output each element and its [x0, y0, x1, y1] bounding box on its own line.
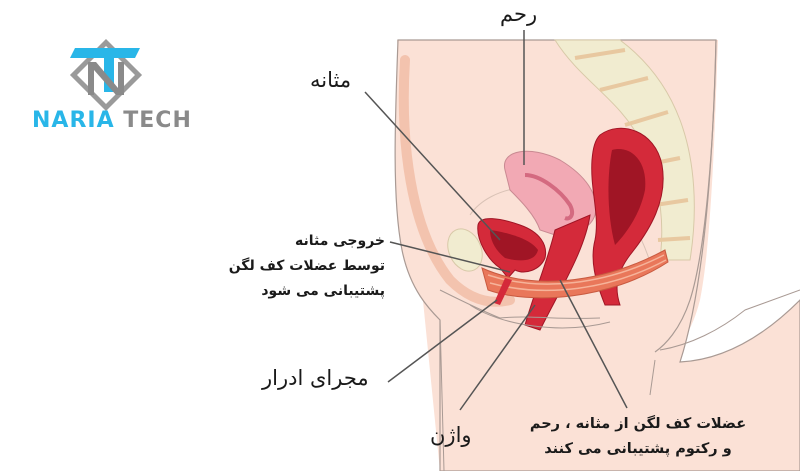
- brand-logo: NARIA TECH: [32, 108, 192, 133]
- pointer-bladder-outlet: [389, 241, 511, 273]
- label-bladder: مثانه: [310, 68, 352, 92]
- label-bladder-outlet-line1: خروجی مثانه: [294, 233, 385, 249]
- bladder-inner: [490, 230, 538, 261]
- pelvic-floor-muscle: [481, 249, 669, 299]
- pelvic-band: [398, 55, 515, 307]
- label-vagina: واژن: [430, 423, 472, 447]
- label-urethra: مجرای ادرار: [262, 366, 369, 390]
- rectum-inner: [608, 149, 646, 245]
- pointer-pelvic-floor: [559, 279, 628, 409]
- spine-segments: [574, 48, 691, 242]
- thigh-outline: [439, 319, 656, 471]
- urethra: [494, 278, 512, 305]
- nt-monogram-icon: [69, 38, 143, 112]
- back-outline: [654, 39, 717, 353]
- uterus-cavity: [524, 173, 575, 221]
- pointer-urethra: [387, 299, 498, 383]
- label-bladder-outlet-line2: توسط عضلات کف لگن: [228, 258, 385, 274]
- pointer-vagina: [459, 304, 536, 411]
- brand-second: TECH: [123, 108, 192, 133]
- brand-first: NARIA: [32, 108, 115, 133]
- label-pelvic-floor: عضلات کف لگن از مثانه ، رحم و رکتوم پشتی…: [528, 412, 748, 462]
- label-bladder-outlet: خروجی مثانه توسط عضلات کف لگن پشتیبانی م…: [229, 229, 385, 304]
- vagina: [524, 214, 591, 331]
- buttock-outline: [659, 289, 800, 351]
- label-pelvic-floor-line2: و رکتوم پشتیبانی می کنند: [544, 441, 732, 457]
- spine: [554, 39, 695, 261]
- pointer-bladder: [364, 91, 501, 241]
- label-pelvic-floor-line1: عضلات کف لگن از مثانه ، رحم: [529, 416, 747, 432]
- label-bladder-outlet-line3: پشتیبانی می شود: [261, 283, 385, 299]
- label-uterus: رحم: [500, 2, 538, 26]
